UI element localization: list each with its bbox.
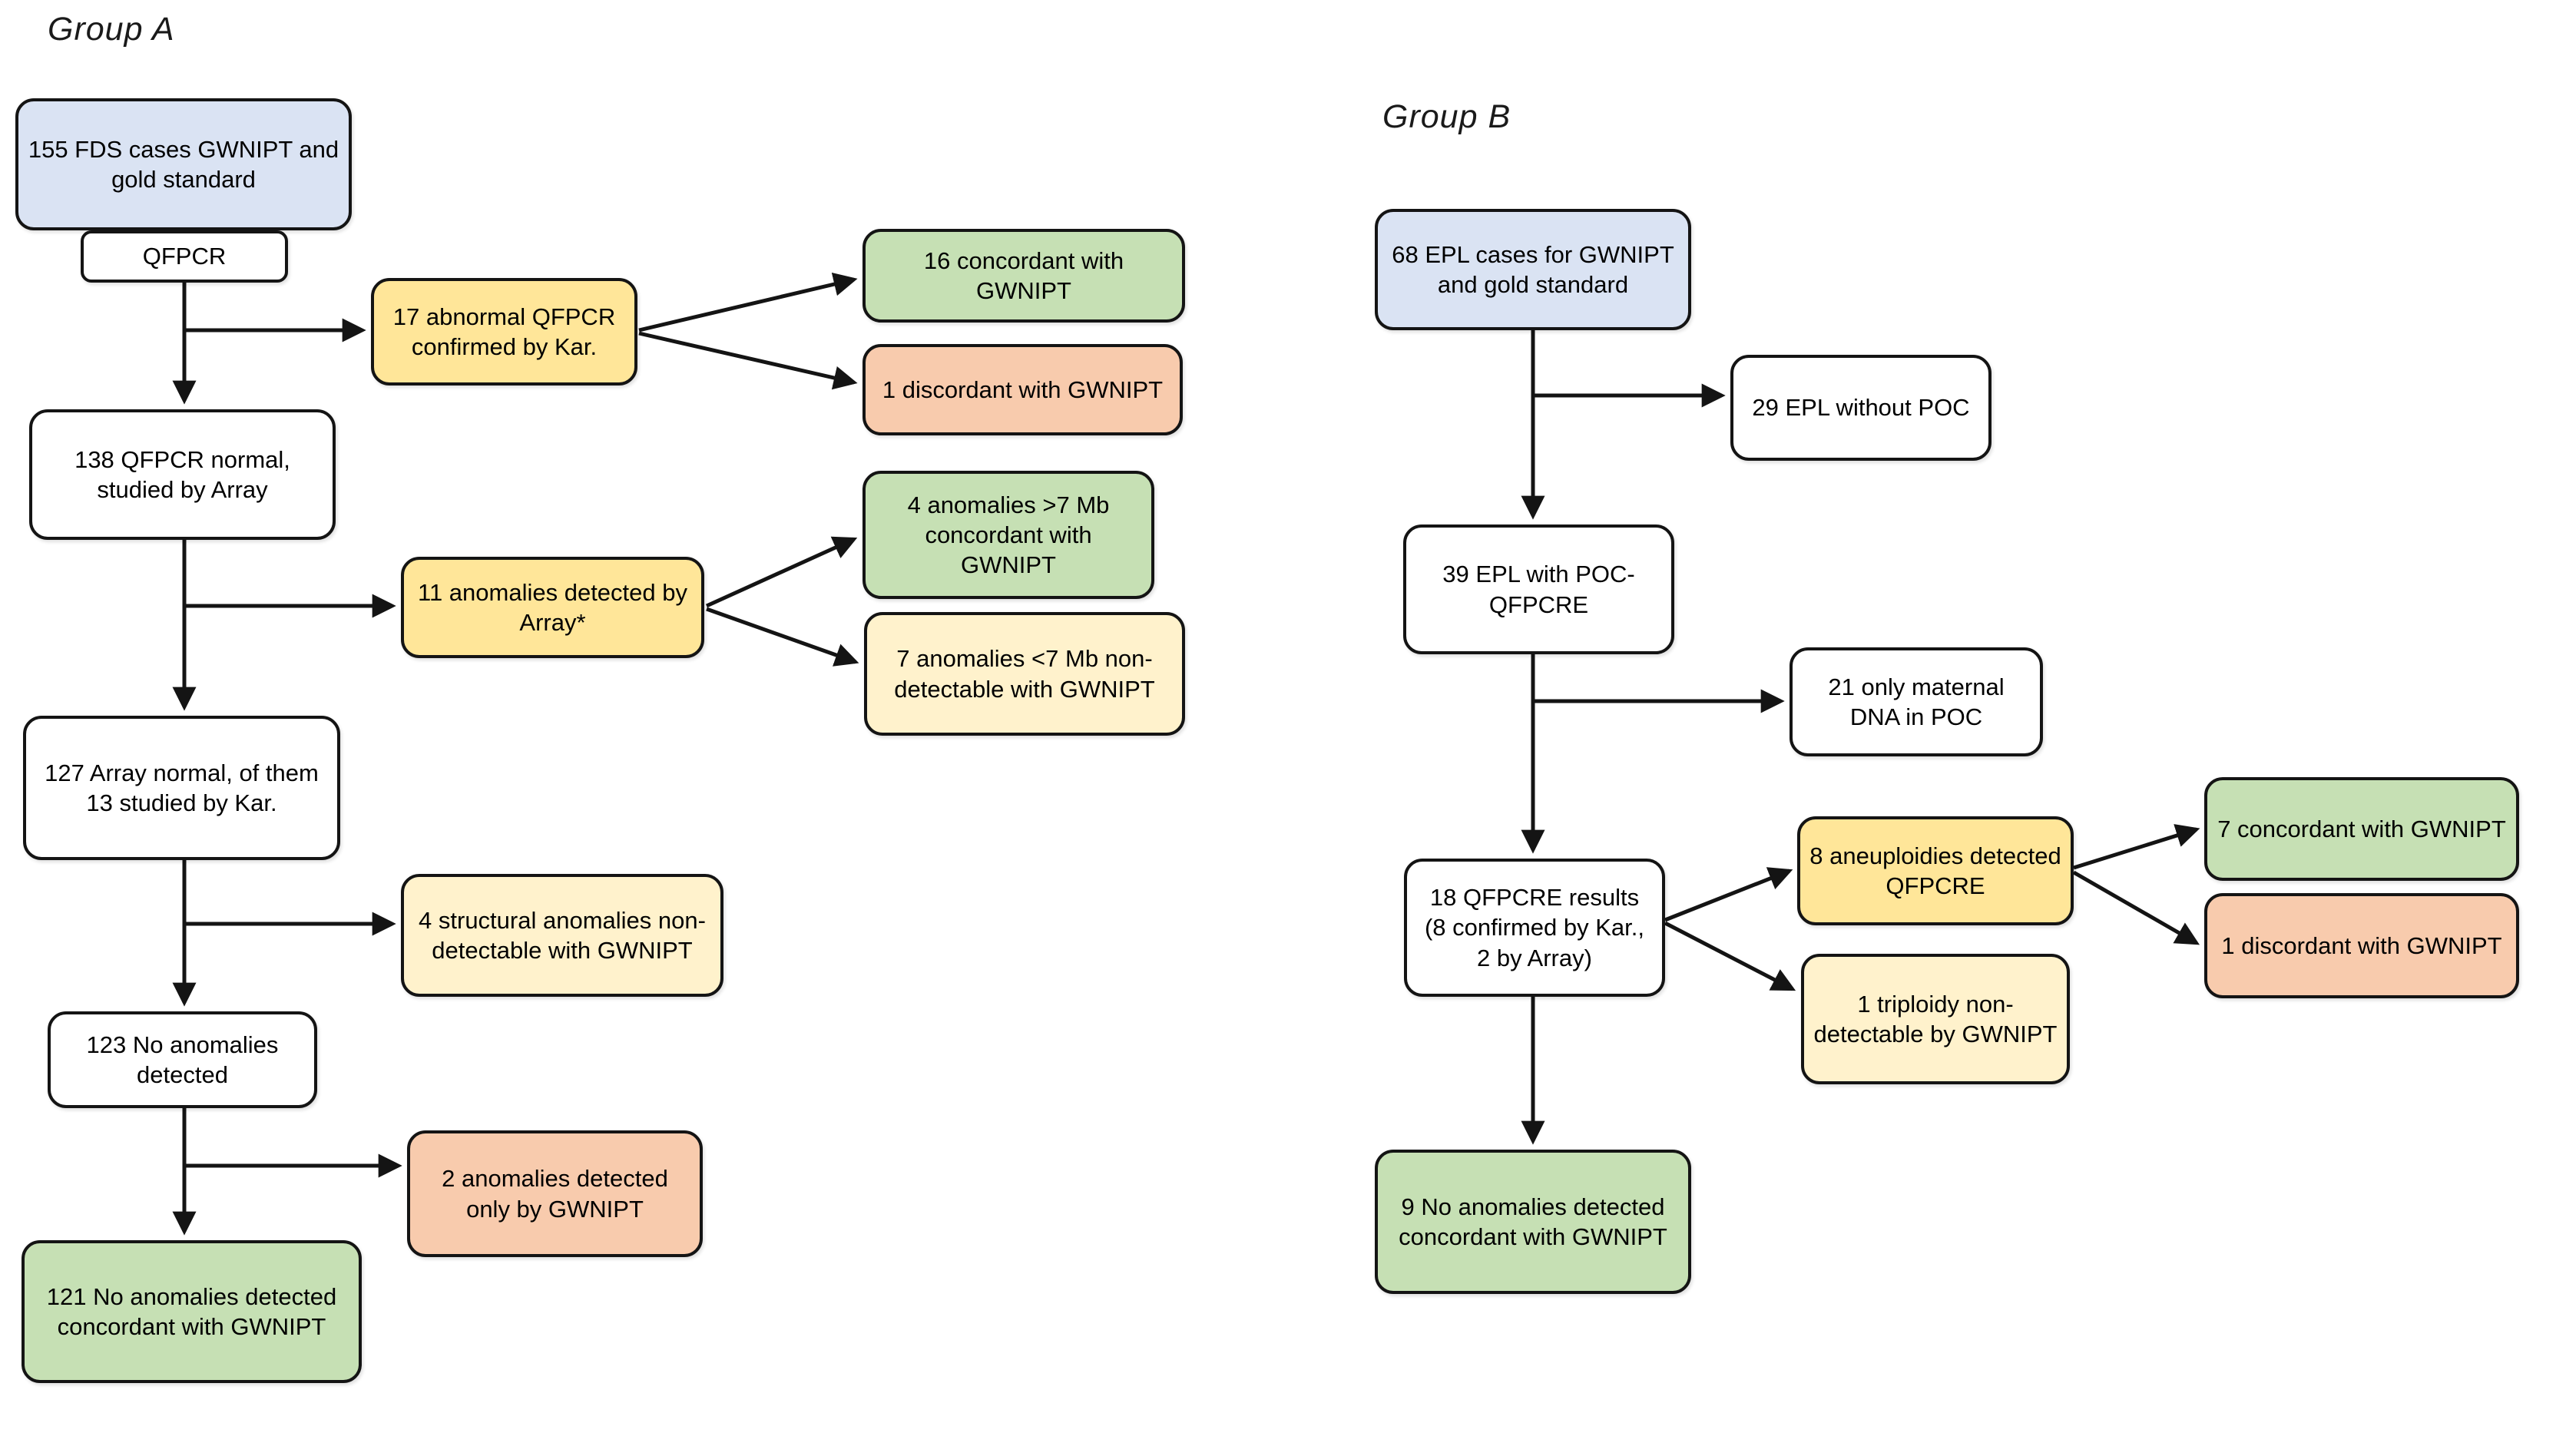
node-16-concordant: 16 concordant with GWNIPT — [862, 229, 1185, 323]
node-4-anomalies-gt7mb: 4 anomalies >7 Mb concordant with GWNIPT — [862, 471, 1154, 599]
node-29-epl-without-poc: 29 EPL without POC — [1730, 355, 1991, 461]
arrow-11-to-4-gt7 — [705, 536, 858, 608]
node-21-maternal-dna: 21 only maternal DNA in POC — [1790, 647, 2043, 756]
node-138-qfpcr-normal: 138 QFPCR normal, studied by Array — [29, 409, 336, 540]
node-7-anomalies-lt7mb: 7 anomalies <7 Mb non-detectable with GW… — [864, 612, 1185, 736]
arrow-8-to-7-concordant — [2073, 824, 2200, 870]
node-121-no-anomalies-concordant: 121 No anomalies detected concordant wit… — [22, 1240, 362, 1383]
arrow-17-to-1-discordant — [638, 331, 858, 390]
node-1-discordant-b: 1 discordant with GWNIPT — [2204, 893, 2519, 998]
arrow-17-to-16-concordant — [638, 272, 858, 333]
node-39-epl-with-poc: 39 EPL with POC-QFPCRE — [1403, 524, 1674, 654]
arrow-18-to-8-aneuploidies — [1664, 867, 1793, 922]
arrow-18-to-1-triploidy — [1664, 921, 1796, 991]
node-8-aneuploidies: 8 aneuploidies detected QFPCRE — [1797, 816, 2074, 925]
arrow-8-to-1-discordant — [2072, 870, 2200, 945]
node-2-anomalies-gwnipt-only: 2 anomalies detected only by GWNIPT — [407, 1130, 703, 1257]
node-127-array-normal: 127 Array normal, of them 13 studied by … — [23, 716, 340, 860]
node-1-triploidy: 1 triploidy non-detectable by GWNIPT — [1801, 954, 2070, 1084]
node-17-abnormal-qfpcr: 17 abnormal QFPCR confirmed by Kar. — [371, 278, 637, 386]
node-qfpcr: QFPCR — [81, 230, 288, 283]
node-7-concordant: 7 concordant with GWNIPT — [2204, 777, 2519, 881]
node-68-epl-cases: 68 EPL cases for GWNIPT and gold standar… — [1375, 209, 1691, 330]
node-18-qfpcre-results: 18 QFPCRE results (8 confirmed by Kar., … — [1404, 859, 1665, 997]
node-123-no-anomalies: 123 No anomalies detected — [48, 1011, 317, 1108]
node-155-fds-cases: 155 FDS cases GWNIPT and gold standard — [15, 98, 352, 230]
arrow-11-to-7-lt7 — [706, 607, 859, 667]
node-11-anomalies-array: 11 anomalies detected by Array* — [401, 557, 704, 658]
node-9-no-anomalies-concordant: 9 No anomalies detected concordant with … — [1375, 1150, 1691, 1294]
group-b-title: Group B — [1382, 98, 1511, 135]
group-a-title: Group A — [48, 11, 175, 48]
node-4-structural-anomalies: 4 structural anomalies non-detectable wi… — [401, 874, 723, 997]
node-1-discordant-a: 1 discordant with GWNIPT — [862, 344, 1183, 435]
